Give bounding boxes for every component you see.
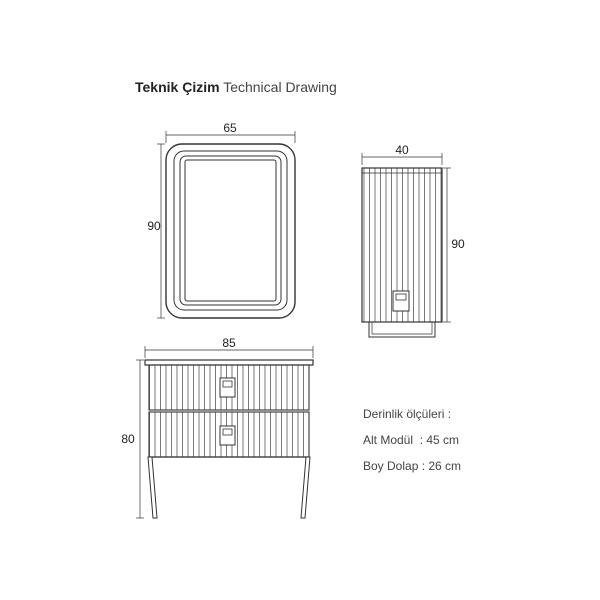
mirror-width-dimension: 65	[165, 121, 296, 143]
drawing-title: Teknik Çizim Technical Drawing	[135, 79, 337, 95]
mirror-drawing	[165, 143, 296, 319]
base-height-label: 80	[121, 432, 135, 446]
mirror-height-dimension: 90	[147, 143, 165, 319]
tall-cabinet-drawing	[361, 167, 443, 338]
title-bold: Teknik Çizim	[135, 79, 220, 95]
cabinet-height-dimension: 90	[443, 167, 465, 323]
cabinet-width-dimension: 40	[361, 143, 443, 165]
depth-notes-heading: Derinlik ölçüleri :	[363, 407, 452, 421]
base-unit-drawing	[144, 359, 314, 519]
cabinet-height-label: 90	[451, 237, 465, 251]
base-width-dimension: 85	[144, 336, 314, 358]
base-width-label: 85	[222, 336, 236, 350]
title-subtitle: Technical Drawing	[223, 79, 337, 95]
depth-note-line: Boy Dolap : 26 cm	[363, 459, 462, 473]
depth-notes: Derinlik ölçüleri : Alt Modül : 45 cm Bo…	[363, 401, 461, 479]
base-height-dimension: 80	[121, 359, 144, 519]
mirror-height-label: 90	[147, 219, 161, 233]
depth-note-line: Alt Modül : 45 cm	[363, 433, 460, 447]
cabinet-width-label: 40	[395, 143, 409, 157]
mirror-width-label: 65	[223, 121, 237, 135]
